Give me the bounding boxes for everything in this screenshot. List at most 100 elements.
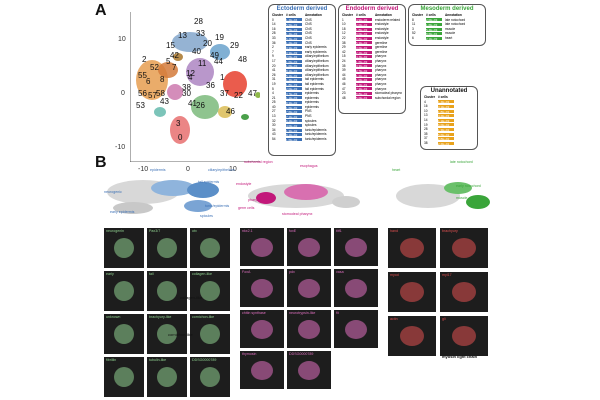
- count-cell: 5.0E+01: [356, 96, 372, 100]
- cluster-number: 2: [142, 55, 147, 64]
- tile-gene-label: gli: [442, 317, 446, 321]
- cluster-number: 46: [226, 107, 235, 116]
- tile-gene-label: fibrillin: [106, 358, 117, 362]
- tile-gene-label: thymosin: [242, 352, 257, 356]
- cluster-id: 13: [424, 113, 428, 118]
- annotation-cell: endostyle: [375, 35, 389, 40]
- tile-gene-label: cornichon-like: [192, 315, 215, 319]
- count-cell: 7.6E+02: [286, 110, 302, 114]
- x-tick: -10: [138, 166, 149, 173]
- cluster-id: 24: [342, 58, 346, 63]
- annotation-cell: pharynx: [375, 81, 387, 86]
- microscopy-tile: collagen-like: [190, 271, 230, 311]
- cluster-number: 15: [166, 41, 175, 50]
- count-cell: 1.4E+04: [286, 18, 302, 22]
- stain-signal: [200, 281, 220, 301]
- microscopy-tile: tubulin-like: [147, 357, 187, 397]
- umap-annotation: ciliary/epithelium: [208, 168, 235, 172]
- cluster-number: 4: [188, 73, 193, 82]
- annotation-cell: early epidermis: [305, 49, 327, 54]
- annotation-cell: germline: [375, 40, 388, 45]
- count-cell: 1.0E+03: [286, 59, 302, 64]
- annotation-cell: subchordal region: [375, 95, 401, 100]
- cluster-id: 25: [272, 100, 276, 105]
- count-cell: 1.0E+02: [286, 137, 302, 142]
- annotation-cell: pharynx: [375, 77, 387, 82]
- unannotated-title: Unannotated: [430, 88, 468, 94]
- cluster-number: 58: [156, 89, 165, 98]
- tile-gene-label: tail: [149, 272, 154, 276]
- count-cell: 1.8E+03: [438, 109, 454, 114]
- stain-signal: [114, 367, 134, 387]
- umap-annotation: late notochord: [450, 160, 473, 164]
- stain-signal: [452, 282, 476, 302]
- microscopy-tile: neurogenin: [104, 228, 144, 268]
- mesoderm-header: Cluster # cells Annotation: [412, 13, 462, 17]
- count-cell: 4.9E+03: [356, 18, 372, 22]
- umap-annotation: muscle: [456, 196, 468, 200]
- stain-signal: [157, 367, 177, 387]
- stain-signal: [251, 278, 273, 298]
- count-cell: 7.3E+01: [356, 87, 372, 91]
- caption-collagen: collagen-like: [180, 295, 203, 300]
- cluster-number: 8: [160, 75, 165, 84]
- cluster-number: 42: [170, 51, 179, 60]
- stain-signal: [157, 238, 177, 258]
- cluster-id: 47: [342, 86, 346, 91]
- count-cell: 1.0E+03: [286, 64, 302, 68]
- endoderm-title: Endoderm derived: [345, 6, 399, 12]
- count-cell: 5.6E+02: [438, 132, 454, 137]
- count-cell: 6.1E+02: [286, 119, 302, 123]
- stain-signal: [251, 319, 273, 339]
- cluster-id: 10: [342, 22, 346, 27]
- annotation-cell: ciliary/epithelium: [305, 68, 329, 73]
- count-cell: 1.4E+03: [286, 78, 302, 82]
- microscopy-tile: actin: [388, 316, 436, 356]
- cluster-id: 11: [412, 22, 416, 27]
- cluster-number: 38: [182, 83, 191, 92]
- umap-annotation: tunic/epidermis: [205, 204, 230, 208]
- cluster-id: 8: [412, 17, 414, 22]
- cluster-number: 13: [178, 31, 187, 40]
- tile-gene-label: chitin synthase: [242, 311, 266, 315]
- cluster-number: 0: [178, 133, 183, 142]
- ecto-umap-panel: [103, 168, 231, 226]
- stain-signal: [251, 237, 273, 257]
- count-cell: 3.7E+03: [286, 91, 302, 96]
- cluster-number: 57: [148, 91, 157, 100]
- count-cell: 2.2E+02: [356, 50, 372, 55]
- count-cell: 7.1E+02: [286, 114, 302, 119]
- cluster-id: 39: [342, 68, 346, 73]
- count-cell: 3.6E+02: [356, 45, 372, 50]
- ectoderm-table: Ectoderm derived Cluster # cells Annotat…: [268, 4, 336, 156]
- cluster-id: 4: [272, 91, 274, 96]
- annotation-cell: tail epidermis: [305, 86, 324, 91]
- count-cell: 2.0E+03: [286, 55, 302, 59]
- count-cell: 1.4E+03: [438, 100, 454, 104]
- annotation-cell: endostyle: [375, 22, 389, 27]
- tile-gene-label: collagen-like: [192, 272, 212, 276]
- tile-gene-label: Pax3/7: [149, 229, 161, 233]
- panel-b-label: B: [95, 154, 107, 171]
- stain-signal: [345, 237, 367, 257]
- count-cell: 1.0E+02: [356, 78, 372, 82]
- cluster-number: 6: [146, 77, 151, 86]
- count-cell: 1.4E+03: [286, 32, 302, 36]
- cluster-number: 12: [186, 69, 195, 78]
- tile-gene-label: early: [106, 272, 114, 276]
- cluster-number: 33: [196, 29, 205, 38]
- annotation-cell: CNS: [305, 31, 312, 36]
- cluster-number: 40: [192, 47, 201, 56]
- annotation-cell: PNS: [305, 114, 312, 119]
